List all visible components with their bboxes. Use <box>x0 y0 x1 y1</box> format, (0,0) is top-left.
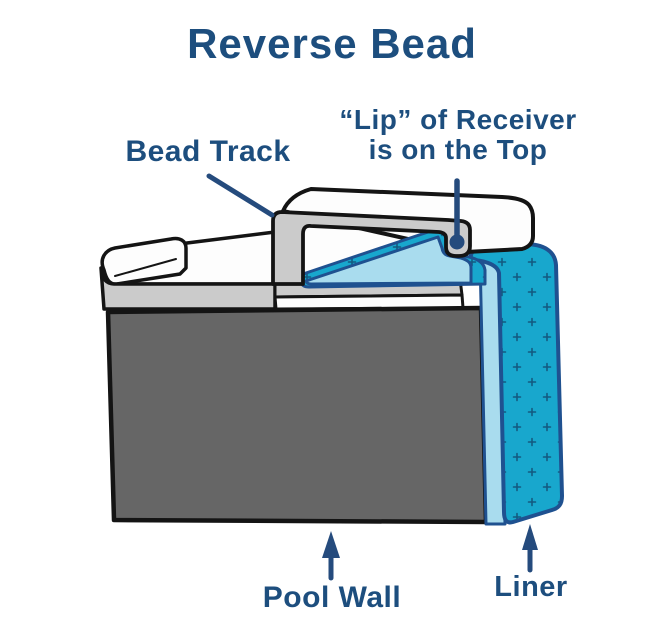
bead-track-leader-line <box>206 173 275 218</box>
liner-label: Liner <box>494 571 568 603</box>
bead-track-label: Bead Track <box>125 135 291 168</box>
pool-wall-arrow-head <box>322 531 340 558</box>
lip-of-receiver-label: “Lip” of Receiver is on the Top <box>322 105 594 165</box>
pool-wall-face <box>105 305 489 525</box>
lip-label-line1: “Lip” of Receiver <box>339 104 577 135</box>
liner-fold-face <box>304 235 473 286</box>
diagram-title: Reverse Bead <box>187 20 477 67</box>
pool-wall-label: Pool Wall <box>262 581 402 614</box>
lip-leader-dot <box>449 234 465 250</box>
lip-label-line2: is on the Top <box>368 134 548 165</box>
liner-arrow-head <box>522 524 538 550</box>
flange-ridge-crease <box>114 258 177 277</box>
bead-track-channel <box>271 210 472 286</box>
